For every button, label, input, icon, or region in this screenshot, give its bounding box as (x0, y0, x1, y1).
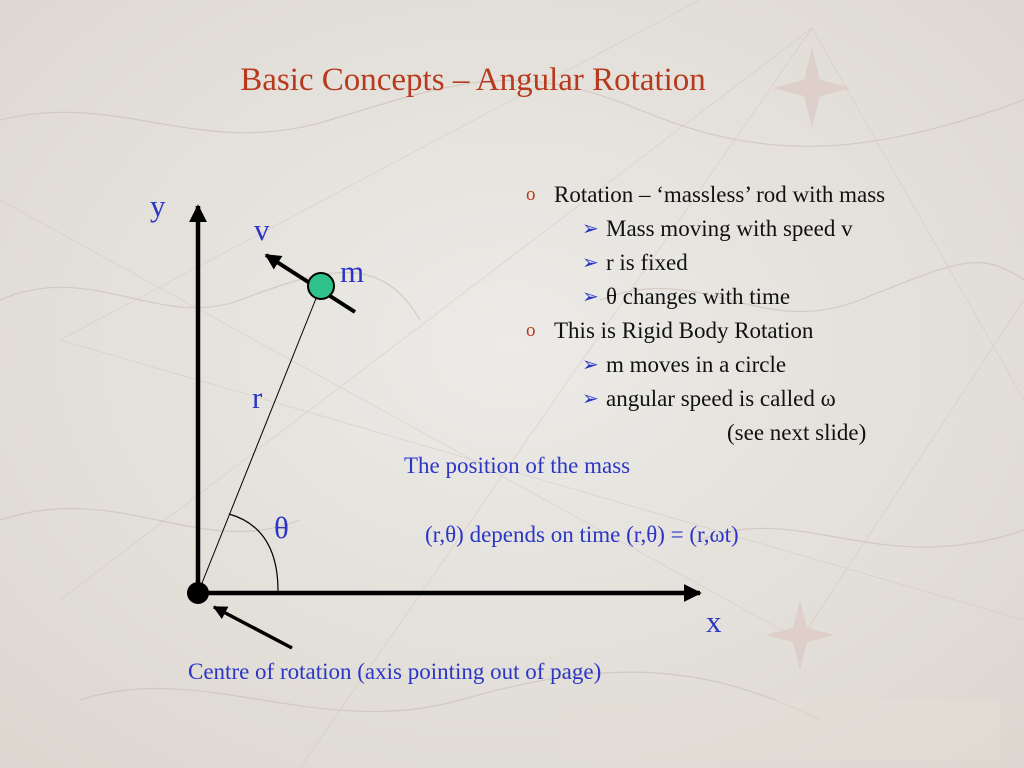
bullet-text: Mass moving with speed v (606, 216, 853, 241)
bullet-list: o Rotation – ‘massless’ rod with mass ➢ Ma… (524, 178, 1004, 450)
bullet-item: ➢ θ changes with time (524, 280, 1004, 314)
position-note: The position of the mass (404, 453, 631, 478)
bullet-text: r is fixed (606, 250, 688, 275)
bullet-item: ➢ angular speed is called ω (524, 382, 1004, 416)
bullet-item: ➢ Mass moving with speed v (524, 212, 1004, 246)
arrow-bullet-icon: ➢ (582, 218, 599, 240)
x-axis-label: x (706, 604, 722, 639)
velocity-label: v (254, 212, 270, 247)
slide-title: Basic Concepts – Angular Rotation (240, 62, 706, 98)
centre-pointer-arrow (212, 605, 293, 650)
y-axis-label: y (150, 188, 166, 223)
bullet-text: m moves in a circle (606, 352, 787, 377)
arrow-bullet-icon: ➢ (582, 252, 599, 274)
bullet-text: This is Rigid Body Rotation (554, 318, 814, 343)
bullet-text: (see next slide) (727, 420, 867, 445)
mass-circle (307, 272, 335, 300)
dependency-note: (r,θ) depends on time (r,θ) = (r,ωt) (425, 522, 739, 547)
bullet-item: o This is Rigid Body Rotation (524, 314, 1004, 348)
arrow-bullet-icon: ➢ (582, 388, 599, 410)
bullet-item: o Rotation – ‘massless’ rod with mass (524, 178, 1004, 212)
circle-bullet-icon: o (526, 320, 536, 341)
angle-arc (228, 513, 279, 592)
circle-bullet-icon: o (526, 184, 536, 205)
bullet-text: angular speed is called ω (606, 386, 836, 411)
centre-caption: Centre of rotation (axis pointing out of… (188, 659, 602, 684)
radius-rod (197, 285, 322, 594)
angle-label: θ (274, 510, 289, 545)
bullet-text: Rotation – ‘massless’ rod with mass (554, 182, 886, 207)
mass-label: m (340, 254, 364, 289)
bullet-text: θ changes with time (606, 284, 791, 309)
centre-of-rotation (187, 582, 209, 604)
arrow-bullet-icon: ➢ (582, 354, 599, 376)
bullet-continuation: (see next slide) (524, 416, 1004, 450)
arrow-bullet-icon: ➢ (582, 286, 599, 308)
bullet-item: ➢ m moves in a circle (524, 348, 1004, 382)
radius-label: r (252, 380, 263, 415)
bullet-item: ➢ r is fixed (524, 246, 1004, 280)
